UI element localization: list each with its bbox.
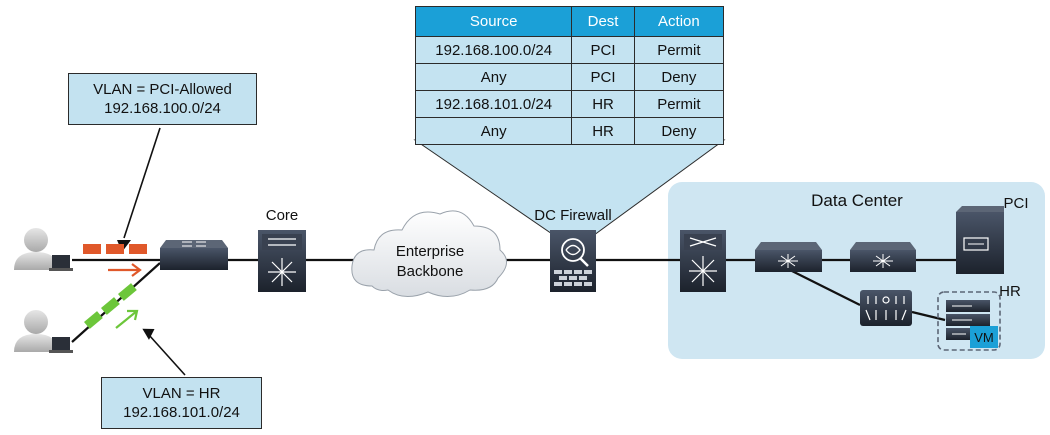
firewall-label: DC Firewall — [534, 207, 612, 224]
acl-cell-action: Deny — [633, 117, 725, 145]
backbone-label-line1: Enterprise — [396, 243, 464, 260]
dc-firewall-icon — [550, 230, 596, 292]
acl-cell-dest: PCI — [571, 63, 635, 91]
acl-row: 192.168.100.0/24 PCI Permit — [414, 36, 725, 64]
pci-label: PCI — [1003, 195, 1028, 212]
vm-badge — [970, 326, 998, 348]
pci-vlan-subnet: 192.168.100.0/24 — [104, 100, 221, 117]
acl-cell-dest: HR — [571, 90, 635, 118]
backbone-label-line2: Backbone — [397, 263, 464, 280]
acl-header-source: Source — [414, 6, 573, 37]
hr-label: HR — [999, 283, 1021, 300]
hr-callout-pointer — [148, 334, 186, 376]
core-label: Core — [266, 207, 299, 224]
virtual-switch-icon — [860, 290, 912, 326]
hr-callout-arrowhead — [142, 328, 155, 340]
pci-server-icon — [956, 206, 1004, 274]
access-switch-icon — [160, 240, 228, 270]
acl-row: Any PCI Deny — [414, 63, 725, 91]
acl-cell-action: Deny — [633, 63, 725, 91]
vm-label: VM — [974, 330, 994, 345]
pci-vlan-frames — [83, 244, 147, 254]
dc-aggregation-switch-icon — [755, 242, 822, 272]
acl-cell-source: Any — [414, 117, 573, 145]
acl-cell-source: 192.168.101.0/24 — [414, 90, 573, 118]
hr-user-icon — [14, 310, 73, 353]
acl-cell-action: Permit — [633, 36, 725, 64]
acl-cell-dest: PCI — [571, 36, 635, 64]
hr-vlan-callout: VLAN = HR 192.168.101.0/24 — [101, 377, 262, 429]
hr-vlan-name: VLAN = HR — [142, 385, 221, 402]
dc-core-switch-icon — [680, 230, 726, 292]
dc-access-switch-icon — [850, 242, 916, 272]
acl-cell-source: Any — [414, 63, 573, 91]
hr-flow-arrow — [115, 309, 139, 329]
hr-vlan-subnet: 192.168.101.0/24 — [123, 404, 240, 421]
acl-header-row: Source Dest Action — [414, 6, 725, 37]
pci-callout-pointer — [123, 127, 161, 239]
pci-vlan-callout: VLAN = PCI-Allowed 192.168.100.0/24 — [68, 73, 257, 125]
hr-vlan-frames — [84, 283, 137, 329]
pci-flow-arrow — [108, 263, 142, 277]
acl-row: Any HR Deny — [414, 117, 725, 145]
acl-header-action: Action — [633, 6, 725, 37]
acl-cell-source: 192.168.100.0/24 — [414, 36, 573, 64]
acl-cell-action: Permit — [633, 90, 725, 118]
pci-user-icon — [14, 228, 73, 271]
acl-header-dest: Dest — [571, 6, 635, 37]
firewall-acl-table: Source Dest Action 192.168.100.0/24 PCI … — [414, 6, 725, 145]
pci-vlan-name: VLAN = PCI-Allowed — [93, 81, 232, 98]
core-switch-icon — [258, 230, 306, 292]
hr-vm-group — [937, 291, 1001, 351]
acl-cell-dest: HR — [571, 117, 635, 145]
data-center-label: Data Center — [811, 191, 903, 210]
enterprise-backbone-cloud — [351, 210, 507, 297]
acl-row: 192.168.101.0/24 HR Permit — [414, 90, 725, 118]
